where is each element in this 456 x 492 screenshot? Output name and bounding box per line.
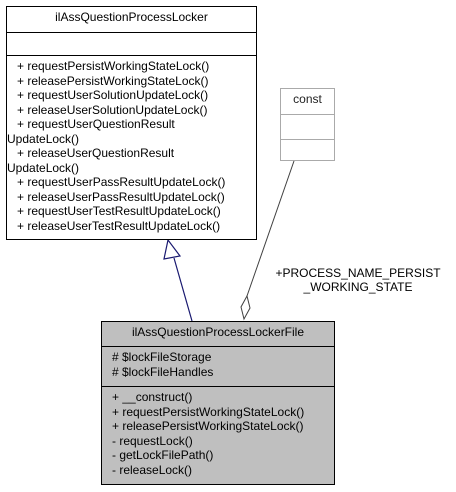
derived-class-title: ilAssQuestionProcessLockerFile <box>131 325 305 339</box>
method: - getLockFilePath() <box>112 448 214 462</box>
association-line <box>246 160 295 297</box>
method: + releaseUserTestResultUpdateLock() <box>17 218 221 233</box>
method: + releaseUserSolutionUpdateLock() <box>17 102 208 117</box>
method: + releasePersistWorkingStateLock() <box>112 419 304 433</box>
attribute: # $lockFileHandles <box>112 364 214 379</box>
association-label: +PROCESS_NAME_PERSIST _WORKING_STATE <box>263 266 453 294</box>
inheritance-line <box>173 257 193 322</box>
method: + requestUserTestResultUpdateLock() <box>17 204 221 218</box>
const-class-attributes <box>281 114 334 139</box>
attribute: # $lockFileStorage <box>112 350 212 364</box>
method: + releaseUserPassResultUpdateLock() <box>17 189 225 204</box>
derived-class-box: ilAssQuestionProcessLockerFile # $lockFi… <box>101 321 335 485</box>
method: + __construct() <box>112 390 193 404</box>
method: - releaseLock() <box>112 462 193 477</box>
base-class-title: ilAssQuestionProcessLocker <box>55 10 208 24</box>
association-label-line2: _WORKING_STATE <box>303 280 413 294</box>
method: + requestUserSolutionUpdateLock() <box>17 88 209 102</box>
inheritance-arrowhead <box>163 238 182 260</box>
base-class-box: ilAssQuestionProcessLocker + requestPers… <box>6 6 257 240</box>
method: + requestUserQuestionResult <box>17 117 175 131</box>
method: + releasePersistWorkingStateLock() <box>17 73 209 88</box>
method: + releaseUserQuestionResult <box>17 146 175 160</box>
const-class-methods <box>281 139 334 162</box>
method-continuation: UpdateLock() <box>7 131 80 146</box>
method: + requestUserPassResultUpdateLock() <box>17 175 226 189</box>
method: + requestPersistWorkingStateLock() <box>112 404 305 419</box>
aggregation-diamond <box>240 294 251 321</box>
method-continuation: UpdateLock() <box>7 160 80 175</box>
base-class-methods: + requestPersistWorkingStateLock() + rel… <box>7 55 256 233</box>
const-class-title: const <box>293 92 322 106</box>
derived-class-attributes: # $lockFileStorage # $lockFileHandles <box>102 346 334 386</box>
association-label-line1: +PROCESS_NAME_PERSIST <box>275 266 441 280</box>
base-class-attributes <box>7 32 256 55</box>
derived-class-methods: + __construct() + requestPersistWorkingS… <box>102 386 334 477</box>
method: + requestPersistWorkingStateLock() <box>17 59 210 73</box>
const-class-box: const <box>280 88 335 161</box>
method: - requestLock() <box>112 433 193 448</box>
